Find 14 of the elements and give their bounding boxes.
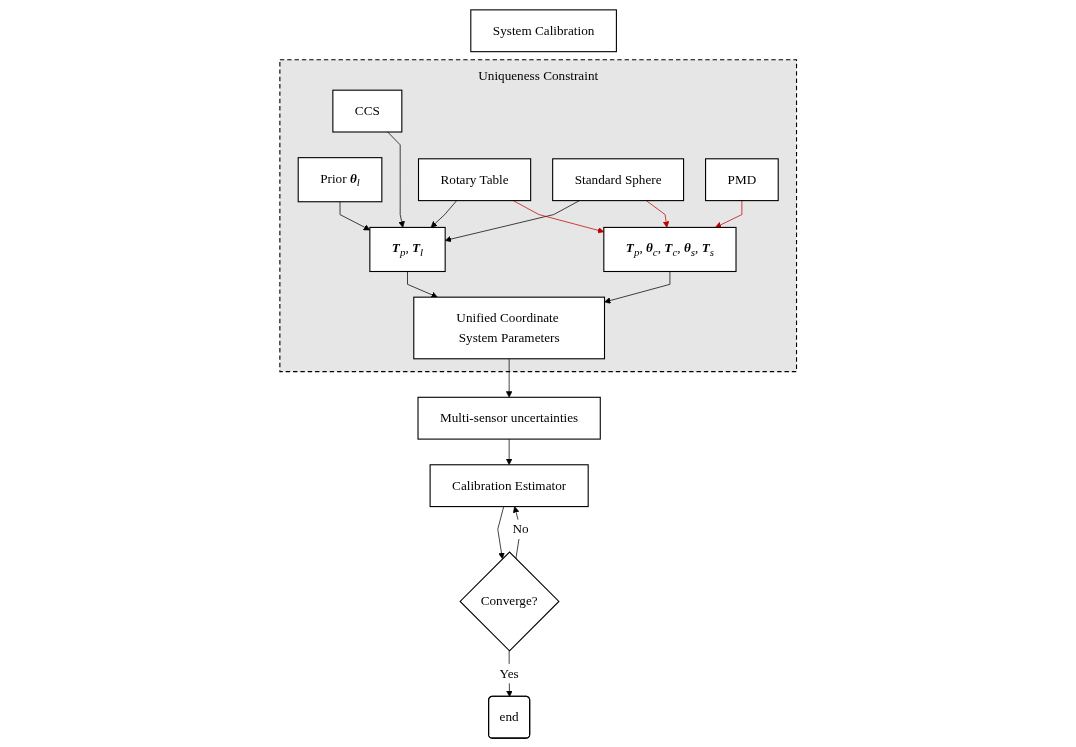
node-box: PMD bbox=[704, 157, 779, 201]
node-box: T$_{p}$, θ$_{c}$, T$_{c}$, θ$_{s}$, T$_{s}$ bbox=[603, 226, 737, 272]
node-box: Multi-sensor uncertainties bbox=[417, 396, 601, 440]
node-box: Prior θ$_{l}$ bbox=[297, 156, 383, 202]
node-box: Rotary Table bbox=[417, 157, 531, 201]
node-box: System Calibration bbox=[470, 8, 617, 52]
node-box: T$_{p}$, T$_{l}$ bbox=[369, 226, 446, 272]
node-diamond: Converge? bbox=[459, 550, 560, 652]
node-box: CCS bbox=[332, 89, 403, 133]
node-box: Calibration Estimator bbox=[429, 463, 589, 507]
node-box: Standard Sphere bbox=[551, 157, 684, 201]
edge-label: Yes bbox=[499, 665, 519, 681]
node-box: Unified Coordinate System Parameters bbox=[413, 296, 605, 359]
edge-label: No bbox=[512, 521, 529, 536]
